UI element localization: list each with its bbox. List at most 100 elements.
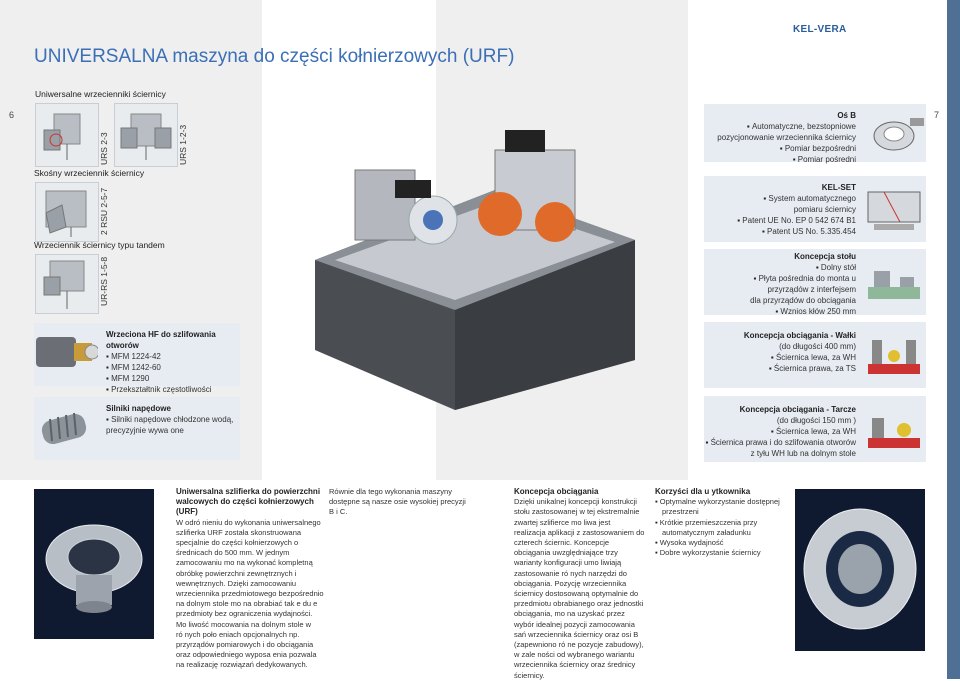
b-axis-line-1: Automatyczne, bezstopniowe <box>717 121 856 132</box>
hf-spindle-icon <box>36 337 98 367</box>
col3-line: obciągania uwzględniające trzy <box>514 548 618 558</box>
ur-rs-label: UR-RS 1-5-8 <box>99 256 109 306</box>
rsu-thumbnail <box>35 182 99 242</box>
benefit-item: Krótkie przemieszczenia przy <box>655 518 790 528</box>
benefit-item-cont: automatycznym załadunku <box>662 527 751 537</box>
section-tandem-head: Wrzeciennik ściernicy typu tandem <box>34 240 165 250</box>
col1-line: Mo liwość mocowania na dolnym stole w <box>176 619 312 629</box>
b-axis-title: Oś B <box>837 111 856 120</box>
benefit-item: Optymalne wykorzystanie dostępnej <box>655 497 790 507</box>
col3-line: ściernicy dostosowaną optymalnie do <box>514 589 639 599</box>
hf-item-2: MFM 1242-60 <box>106 362 240 373</box>
benefit-item-cont: przestrzeni <box>662 507 699 517</box>
section-angled-head: Skośny wrzeciennik ściernicy <box>34 168 145 178</box>
benefit-item: Wysoka wydajność <box>655 538 790 548</box>
table-concept-item-1: Dolny stół <box>750 262 856 273</box>
col3-line: czterech ściernic. Koncepcje <box>514 538 610 548</box>
dressing-rollers-sub: (do długości 400 mm) <box>779 342 856 351</box>
motors-title: Silniki napędowe <box>106 404 171 413</box>
b-axis-item-2: Pomiar pośredni <box>717 154 856 165</box>
right-edge-bar <box>947 0 960 679</box>
urf-machine-illustration <box>315 130 635 410</box>
col3-line: obciągania, mo na uzyskać przez <box>514 609 625 619</box>
dressing-rollers-text: Koncepcja obciągania - Wałki (do długośc… <box>744 330 856 374</box>
col1-line: obróbkę powierzchni zewnętrznych i <box>176 568 297 578</box>
b-axis-box: Oś B Automatyczne, bezstopniowe pozycjon… <box>704 104 926 165</box>
benefit-item: Dobre wykorzystanie ściernicy <box>655 548 790 558</box>
col-axes-note: Równie dla tego wykonania maszyny dostęp… <box>329 487 474 518</box>
b-axis-rotary-icon <box>873 118 924 151</box>
col3-line: wybór idealnej pozycji zamocowania <box>514 619 635 629</box>
col1-line: średnicach do 500 mm. W jednym <box>176 548 290 558</box>
grinding-head-icon <box>43 113 81 160</box>
col2-line: B i C. <box>329 507 348 517</box>
ring-part-photo <box>795 489 925 651</box>
kel-set-title: KEL-SET <box>821 183 856 192</box>
dressing-discs-text: Koncepcja obciągania - Tarcze (do długoś… <box>706 404 856 459</box>
dressing-discs-item-2: Ściernica prawa i do szlifowania otworów <box>706 437 856 448</box>
section-universal-heads: Uniwersalne wrzecienniki ściernicy <box>35 89 166 99</box>
hf-title: Wrzeciona HF do szlifowania otworów <box>106 330 216 350</box>
col1-line: na realizację rozwiązań dedykowanych. <box>176 660 308 670</box>
measuring-diagram-icon <box>867 191 921 230</box>
col1-line: przedmioty bez ograniczenia wydajności. <box>176 609 313 619</box>
dressing-rollers-item-1: Ściernica lewa, za WH <box>744 352 856 363</box>
col3-line: ściernicy. <box>514 670 545 680</box>
kel-set-line-2: pomiaru ściernicy <box>793 205 856 214</box>
col1-line: wrzeciennika przedmiotowego bezpośrednio <box>176 589 324 599</box>
dressing-rollers-item-2: Ściernica prawa, za TS <box>744 363 856 374</box>
col1-line: wewnętrznych. Dzięki zamocowaniu <box>176 578 297 588</box>
col-urf-description: Uniwersalna szlifierka do powierzchni wa… <box>176 487 326 671</box>
col-dressing-concept: Koncepcja obciągania Dzięki unikalnej ko… <box>514 487 654 681</box>
drive-motors-text: Silniki napędowe Silniki napędowe chłodz… <box>106 403 233 436</box>
col2-line: dostępne są nasze osie wysokiej precyzji <box>329 497 466 507</box>
hf-item-4: Przekształtnik częstotliwości <box>106 384 240 395</box>
col1-line: szlifierka URF została skonstruowana <box>176 527 302 537</box>
dressing-discs-title: Koncepcja obciągania - Tarcze <box>739 405 856 414</box>
kel-set-patent-us: Patent US No. 5.335.454 <box>737 226 856 237</box>
col1-line: oraz odpowiedniego wyposa enia pozwala <box>176 650 317 660</box>
col3-line: w zale ności od wybranego wariantu <box>514 650 635 660</box>
hf-spindles-box: Wrzeciona HF do szlifowania otworów MFM … <box>34 323 240 394</box>
col2-line: Równie dla tego wykonania maszyny <box>329 487 452 496</box>
col4-title: Korzyści dla u ytkownika <box>655 487 751 496</box>
table-concept-line-2: przyrządów z interfejsem <box>767 285 856 294</box>
dressing-rollers-box: Koncepcja obciągania - Wałki (do długośc… <box>704 322 926 388</box>
table-concept-line-1: Płyta pośrednia do monta u <box>750 273 856 284</box>
dressing-rollers-title: Koncepcja obciągania - Wałki <box>743 331 856 340</box>
page-number-right: 7 <box>934 110 940 120</box>
table-concept-line-3: dla przyrządów do obciągania <box>750 296 856 305</box>
col1-line: na dolnym stole mo na obrabiać tak e du … <box>176 599 318 609</box>
col1-title-2: walcowych do części kołnierzowych <box>176 497 314 507</box>
ur-rs-thumbnail <box>35 254 99 314</box>
col3-line: wrzeciennika ściernicy oraz średnicy <box>514 660 636 670</box>
kel-set-line-1: System automatycznego <box>737 193 856 204</box>
col1-line: zamocowaniu mo na wykonać kompletną <box>176 558 313 568</box>
b-axis-item-1: Pomiar bezpośredni <box>717 143 856 154</box>
urs-2-3-label: URS 2-3 <box>99 132 109 165</box>
motors-line-1: Silniki napędowe chłodzone wodą, <box>106 414 233 425</box>
b-axis-line-2: pozycjonowanie wrzeciennika ściernicy <box>717 133 856 142</box>
hf-item-1: MFM 1224-42 <box>106 351 240 362</box>
col1-line: przyrządów pomiarowych i do obciągania <box>176 640 314 650</box>
ring-part-icon <box>803 508 917 630</box>
disc-dressing-diagram-icon <box>868 418 920 448</box>
kel-set-patent-eu: Patent UE No. EP 0 542 674 B1 <box>737 215 856 226</box>
b-axis-text: Oś B Automatyczne, bezstopniowe pozycjon… <box>717 110 856 165</box>
col3-line: (zapewniono ró ne pozycje zabudowy), <box>514 640 644 650</box>
urs-1-2-3-label: URS 1-2-3 <box>178 124 188 165</box>
drive-motors-box: Silniki napędowe Silniki napędowe chłodz… <box>34 397 240 460</box>
col-user-benefits: Korzyści dla u ytkownika Optymalne wykor… <box>655 487 790 558</box>
col3-line: zastosowanie ró nych narzędzi do <box>514 568 627 578</box>
kel-set-box: KEL-SET System automatycznego pomiaru śc… <box>704 176 926 242</box>
dressing-discs-item-1: Ściernica lewa, za WH <box>706 426 856 437</box>
col3-line: sań wrzeciennika ściernicy oraz osi B <box>514 629 639 639</box>
urs-2-3-thumbnail <box>35 103 99 167</box>
page-title: UNIVERSALNA maszyna do części kołnierzow… <box>34 46 515 67</box>
col1-title-3: (URF) <box>176 507 198 517</box>
roller-dressing-diagram-icon <box>868 340 920 374</box>
table-concept-title: Koncepcja stołu <box>794 252 856 261</box>
col3-line: przedmiotu obrabianego oraz jednostki <box>514 599 644 609</box>
hf-spindles-text: Wrzeciona HF do szlifowania otworów MFM … <box>106 329 240 395</box>
table-diagram-icon <box>868 271 920 299</box>
